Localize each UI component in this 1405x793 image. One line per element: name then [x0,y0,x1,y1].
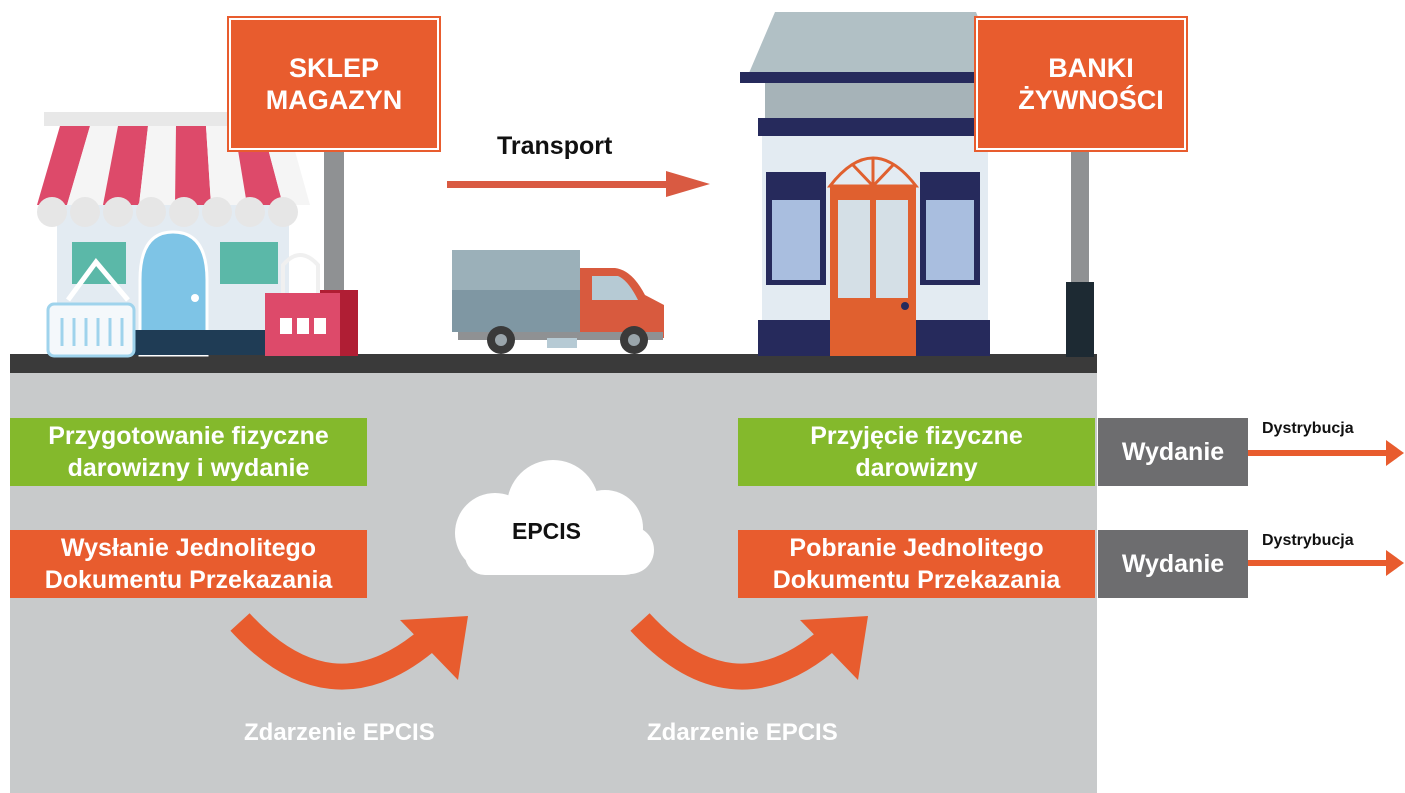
release-box-2: Wydanie [1098,530,1248,598]
right-orange-line-1: Pobranie Jednolitego [789,534,1044,562]
foodbank-sign-line-1: BANKI [1048,53,1134,83]
distribution-label-1: Dystrybucja [1262,420,1354,437]
scene-illustration [37,12,1094,358]
left-green-line-1: Przygotowanie fizyczne [48,422,329,450]
left-green-line-2: darowizny i wydanie [67,454,310,482]
distribution-arrows [1248,440,1404,576]
epcis-event-label-left: Zdarzenie EPCIS [244,719,435,746]
send-transfer-document-box: Wysłanie Jednolitego Dokumentu Przekazan… [10,530,367,598]
foodbank-sign-pole [1071,150,1089,290]
truck-icon [452,250,664,354]
shop-sign-line-1: SKLEP [288,53,380,83]
foodbank-sign-pole-base [1066,282,1094,357]
physical-donation-preparation-box: Przygotowanie fizyczne darowizny i wydan… [10,418,367,486]
left-orange-line-1: Wysłanie Jednolitego [60,534,317,562]
shop-sign-line-2: MAGAZYN [265,85,403,115]
cloud-icon [455,460,654,575]
transport-arrow [447,171,710,197]
event-arrow-right [630,613,868,690]
distribution-label-2: Dystrybucja [1262,532,1354,549]
right-green-line-2: darowizny [855,454,978,482]
download-transfer-document-box: Pobranie Jednolitego Dokumentu Przekazan… [738,530,1095,598]
epcis-event-label-right: Zdarzenie EPCIS [647,719,838,746]
ground-line [10,354,1097,373]
left-orange-line-2: Dokumentu Przekazania [44,566,333,594]
distribution-arrow-2 [1248,550,1404,576]
physical-donation-receipt-box: Przyjęcie fizyczne darowizny [738,418,1095,486]
epcis-event-arrows [230,613,868,690]
right-green-line-1: Przyjęcie fizyczne [810,422,1023,450]
shop-warehouse-sign: SKLEP MAGAZYN [227,16,441,152]
shop-icon [37,112,358,358]
cloud-label: EPCIS [512,518,582,544]
food-bank-sign: BANKI ŻYWNOŚCI [974,16,1188,152]
transport-label: Transport [497,132,613,160]
release-box-1: Wydanie [1098,418,1248,486]
foodbank-sign-line-2: ŻYWNOŚCI [1018,85,1164,115]
foodbank-building-icon [740,12,1006,356]
right-orange-line-2: Dokumentu Przekazania [772,566,1061,594]
event-arrow-left [230,613,468,690]
distribution-arrow-1 [1248,440,1404,466]
